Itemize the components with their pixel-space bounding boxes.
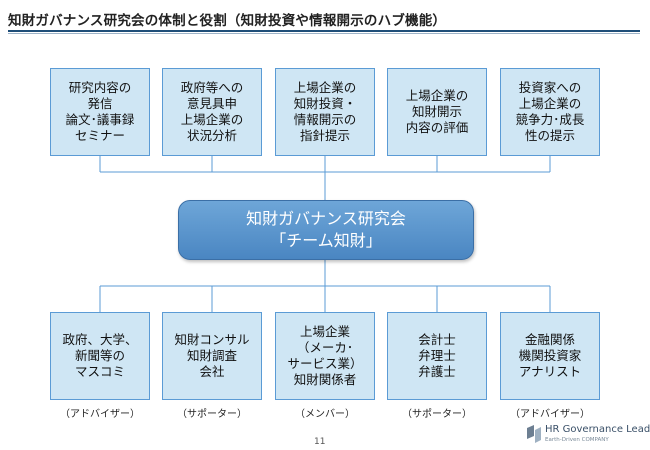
role-label: （サポーター） [177, 409, 247, 420]
bottom-box-label: 会計士 弁理士 弁護士 [418, 332, 456, 379]
bottom-box-label: 知財コンサル 知財調査 会社 [174, 332, 250, 379]
top-box-research-dissemination: 研究内容の 発信 論文･議事録 セミナー [50, 68, 150, 156]
top-box-label: 研究内容の 発信 論文･議事録 セミナー [65, 80, 135, 143]
center-node-team-ip: 知財ガバナンス研究会 「チーム知財」 [178, 200, 474, 260]
bottom-box-label: 政府、大学、 新聞等の マスコミ [62, 332, 138, 379]
bottom-box-label: 上場企業 （メーカ･ サービス業） 知財関係者 [287, 324, 363, 387]
top-box-government-proposals: 政府等への 意見具申 上場企業の 状況分析 [162, 68, 262, 156]
role-label: （アドバイザー） [510, 409, 590, 420]
top-box-label: 政府等への 意見具申 上場企業の 状況分析 [180, 80, 244, 143]
top-box-label: 投資家への 上場企業の 競争力･成長 性の提示 [515, 80, 585, 143]
logo-mark-icon [527, 425, 541, 443]
top-box-guidelines: 上場企業の 知財投資・ 情報開示の 指針提示 [275, 68, 375, 156]
top-box-disclosure-evaluation: 上場企業の 知財開示 内容の評価 [387, 68, 487, 156]
bottom-box-financial: 金融関係 機関投資家 アナリスト [500, 312, 600, 400]
page-number: 11 [314, 437, 326, 447]
center-node-label: 知財ガバナンス研究会 「チーム知財」 [246, 209, 406, 250]
title-divider-thin [8, 33, 640, 34]
bottom-box-label: 金融関係 機関投資家 アナリスト [518, 332, 582, 379]
bottom-box-consultants: 知財コンサル 知財調査 会社 [162, 312, 262, 400]
page-title: 知財ガバナンス研究会の体制と役割（知財投資や情報開示のハブ機能） [8, 13, 447, 29]
title-divider [8, 30, 640, 32]
role-label: （アドバイザー） [60, 409, 140, 420]
bottom-box-listed-companies: 上場企業 （メーカ･ サービス業） 知財関係者 [275, 312, 375, 400]
top-box-investor-presentation: 投資家への 上場企業の 競争力･成長 性の提示 [500, 68, 600, 156]
logo-tagline: Earth-Driven COMPANY [545, 437, 609, 443]
role-label: （メンバー） [295, 409, 355, 420]
top-box-label: 上場企業の 知財開示 内容の評価 [405, 88, 469, 135]
role-label: （サポーター） [402, 409, 472, 420]
bottom-box-professionals: 会計士 弁理士 弁護士 [387, 312, 487, 400]
top-box-label: 上場企業の 知財投資・ 情報開示の 指針提示 [293, 80, 357, 143]
logo-name: HR Governance Leaders [545, 424, 650, 435]
bottom-box-media: 政府、大学、 新聞等の マスコミ [50, 312, 150, 400]
company-logo: HR Governance Leaders Earth-Driven COMPA… [525, 423, 650, 447]
